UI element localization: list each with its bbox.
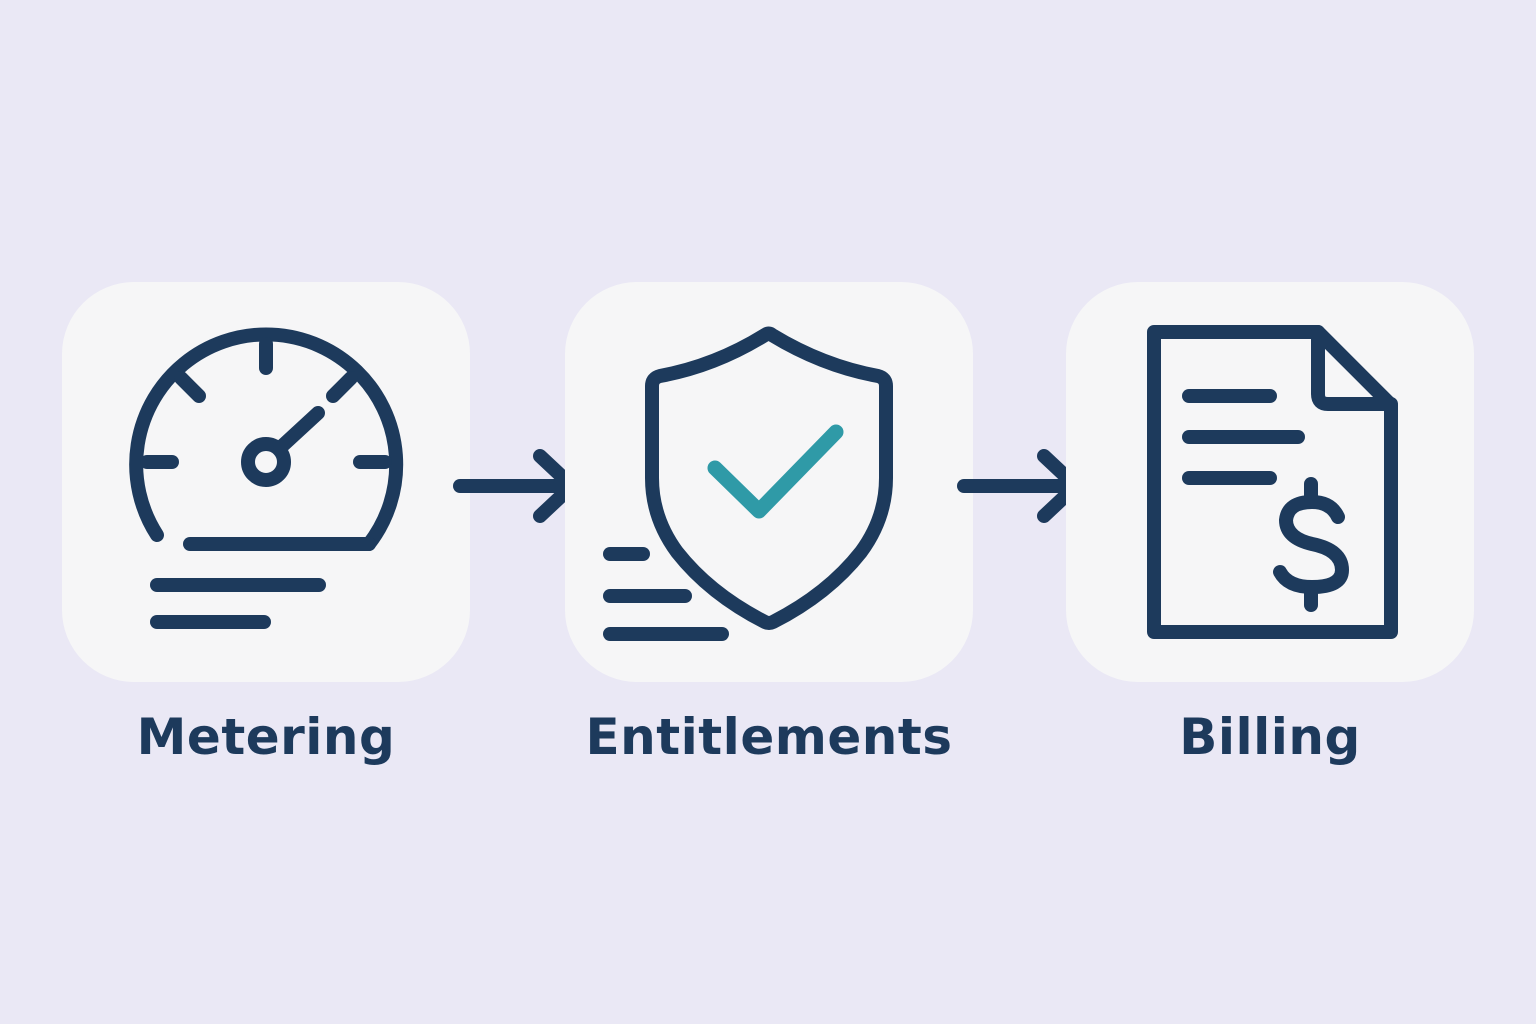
invoice-dollar-icon bbox=[1147, 325, 1398, 639]
metering-label: Metering bbox=[136, 708, 396, 766]
entitlements-card bbox=[565, 282, 973, 682]
speedometer-icon bbox=[129, 327, 404, 629]
billing-card bbox=[1066, 282, 1474, 682]
entitlements-label: Entitlements bbox=[585, 708, 953, 766]
billing-label: Billing bbox=[1179, 708, 1361, 766]
shield-check-icon bbox=[603, 326, 893, 641]
metering-card bbox=[62, 282, 470, 682]
